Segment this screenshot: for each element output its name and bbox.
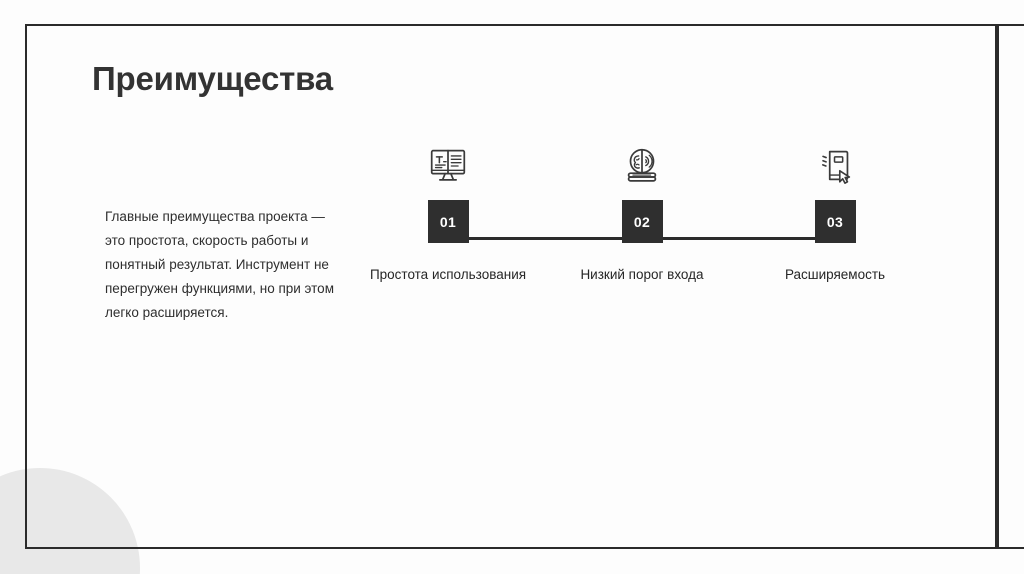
- timeline-step-03[interactable]: 03 Расширяемость: [755, 140, 915, 286]
- page-title: Преимущества: [92, 60, 333, 97]
- frame-right-line: [997, 24, 999, 549]
- timeline: 01 Простота использования: [370, 140, 920, 340]
- step-label-01: Простота использования: [369, 267, 527, 282]
- monitor-document-icon: [368, 140, 528, 192]
- step-badge-03: 03: [814, 200, 856, 243]
- timeline-step-02[interactable]: 02 Низкий порог входа: [562, 140, 722, 286]
- intro-paragraph: Главные преимущества проекта — это прост…: [105, 209, 334, 320]
- book-cursor-icon: [755, 140, 915, 192]
- step-label-02: Низкий порог входа: [580, 267, 704, 282]
- timeline-step-01[interactable]: 01 Простота использования: [368, 140, 528, 286]
- step-label-03: Расширяемость: [784, 267, 886, 282]
- step-badge-01: 01: [427, 200, 469, 243]
- step-badge-02: 02: [621, 200, 663, 243]
- brain-books-icon: [562, 140, 722, 192]
